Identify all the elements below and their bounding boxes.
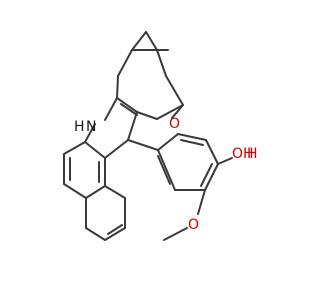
nitrogen-atom-label: N xyxy=(86,119,96,135)
bond xyxy=(116,75,119,99)
bond xyxy=(63,141,86,155)
bond xyxy=(197,189,206,215)
bond xyxy=(127,111,138,141)
bond xyxy=(85,227,106,241)
bond xyxy=(157,155,171,185)
bond xyxy=(84,123,96,143)
bond xyxy=(200,163,213,187)
bond xyxy=(84,141,106,159)
bond xyxy=(156,49,167,77)
nh-hydrogen-label: H xyxy=(74,119,85,135)
bond xyxy=(117,49,133,77)
bond xyxy=(104,97,118,121)
bond xyxy=(163,227,188,241)
bond xyxy=(145,31,158,51)
bond xyxy=(116,97,138,113)
bond xyxy=(127,139,159,151)
bond xyxy=(104,185,126,199)
molecule-drawing: N H O OH H O xyxy=(63,31,258,241)
bond xyxy=(157,133,179,151)
bond xyxy=(204,163,219,191)
bond xyxy=(120,103,138,116)
hydroxyl-label: OH xyxy=(232,146,254,162)
bond xyxy=(131,31,147,51)
methoxy-oxygen-label: O xyxy=(188,217,199,233)
bond xyxy=(171,104,184,119)
bond xyxy=(63,183,87,199)
ketone-oxygen-label: O xyxy=(169,116,180,132)
bond xyxy=(180,139,204,146)
bond xyxy=(177,133,207,141)
bond xyxy=(165,75,184,106)
bond xyxy=(136,111,158,120)
bond xyxy=(157,149,176,191)
bond xyxy=(104,139,129,159)
bond xyxy=(85,185,106,199)
bond-network xyxy=(63,31,233,241)
bond xyxy=(217,157,233,165)
bond xyxy=(107,224,123,235)
hydroxyl-hydrogen-label: H xyxy=(247,146,258,162)
bond xyxy=(156,104,184,120)
bond xyxy=(205,139,219,165)
structure-canvas: N H O OH H O xyxy=(63,31,258,241)
bond xyxy=(104,227,126,241)
